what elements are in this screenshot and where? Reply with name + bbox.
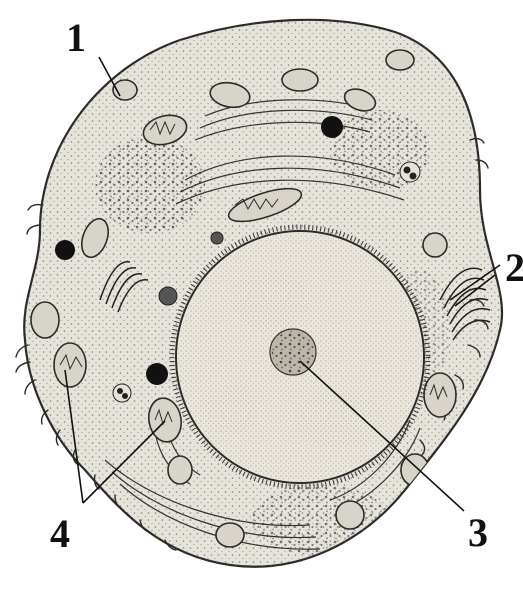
nucleolus [270, 329, 316, 375]
label-1: 1 [66, 18, 86, 58]
label-3: 3 [468, 513, 488, 553]
label-2: 2 [505, 248, 523, 288]
label-4: 4 [50, 514, 70, 554]
